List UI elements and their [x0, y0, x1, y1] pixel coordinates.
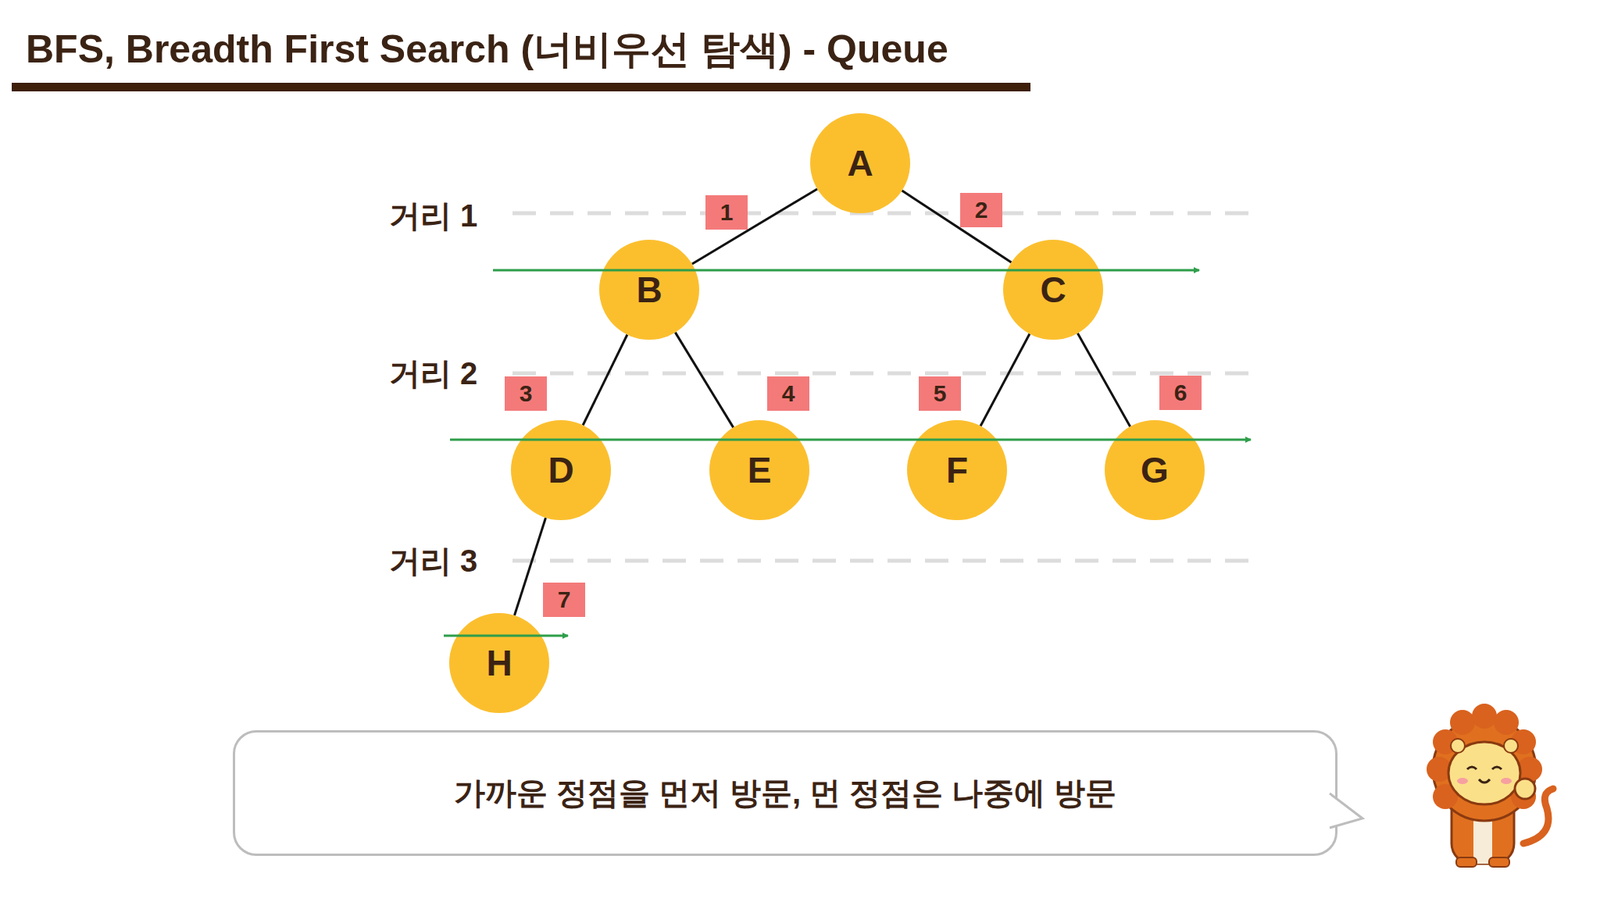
graph-vertex: A	[810, 113, 911, 214]
vertex-label: B	[635, 268, 662, 311]
distance-lines	[512, 213, 1254, 561]
callout-number: 2	[960, 192, 1003, 228]
tree-edge	[1077, 333, 1130, 427]
vertex-label: H	[485, 642, 512, 685]
underline-bar	[11, 82, 1031, 92]
traversal-arrow	[450, 439, 1251, 442]
traversal-arrow	[443, 635, 568, 638]
graph-vertex: F	[907, 420, 1008, 521]
callout-number: 4	[767, 376, 810, 411]
vertex-label: C	[1039, 268, 1066, 311]
traversal-arrow	[492, 269, 1200, 272]
distance-label: 거리 2	[389, 352, 478, 396]
vertex-label: F	[946, 449, 968, 492]
vertex-label: E	[747, 449, 772, 492]
dashed-line	[512, 371, 1254, 376]
dashed-line	[512, 211, 1254, 216]
graph-vertex: C	[1003, 239, 1104, 340]
tree-edge	[675, 332, 733, 429]
graph-vertex: B	[599, 239, 700, 340]
tree-edge	[514, 517, 546, 616]
graph-vertex: H	[449, 613, 550, 714]
vertex-label: D	[547, 449, 574, 492]
vertex-label: A	[846, 142, 873, 185]
distance-label: 거리 3	[389, 539, 478, 583]
callout-number: 6	[1159, 375, 1202, 411]
bubble-text: 가까운 정점을 먼저 방문, 먼 정점은 나중에 방문	[453, 771, 1118, 815]
tree-edge	[582, 334, 628, 425]
tree-edge	[692, 189, 818, 265]
speech-bubble: 가까운 정점을 먼저 방문, 먼 정점은 나중에 방문	[232, 730, 1338, 857]
tree-edge	[902, 190, 1012, 263]
graph-vertex: G	[1104, 420, 1205, 521]
callout-number: 5	[918, 376, 961, 411]
tree-edge	[980, 333, 1030, 426]
bubble-tail	[1329, 787, 1369, 835]
graph-vertex: E	[709, 420, 810, 521]
callout-number: 7	[542, 582, 586, 618]
callout-number: 3	[504, 376, 547, 411]
callout-number: 1	[705, 195, 748, 230]
page-title: BFS, Breadth First Search (너비우선 탐색) - Qu…	[25, 23, 949, 76]
distance-label: 거리 1	[389, 194, 478, 238]
graph-vertex: D	[510, 420, 611, 521]
vertex-label: G	[1140, 449, 1169, 492]
dashed-line	[512, 559, 1254, 564]
lion-mascot	[1426, 703, 1554, 868]
